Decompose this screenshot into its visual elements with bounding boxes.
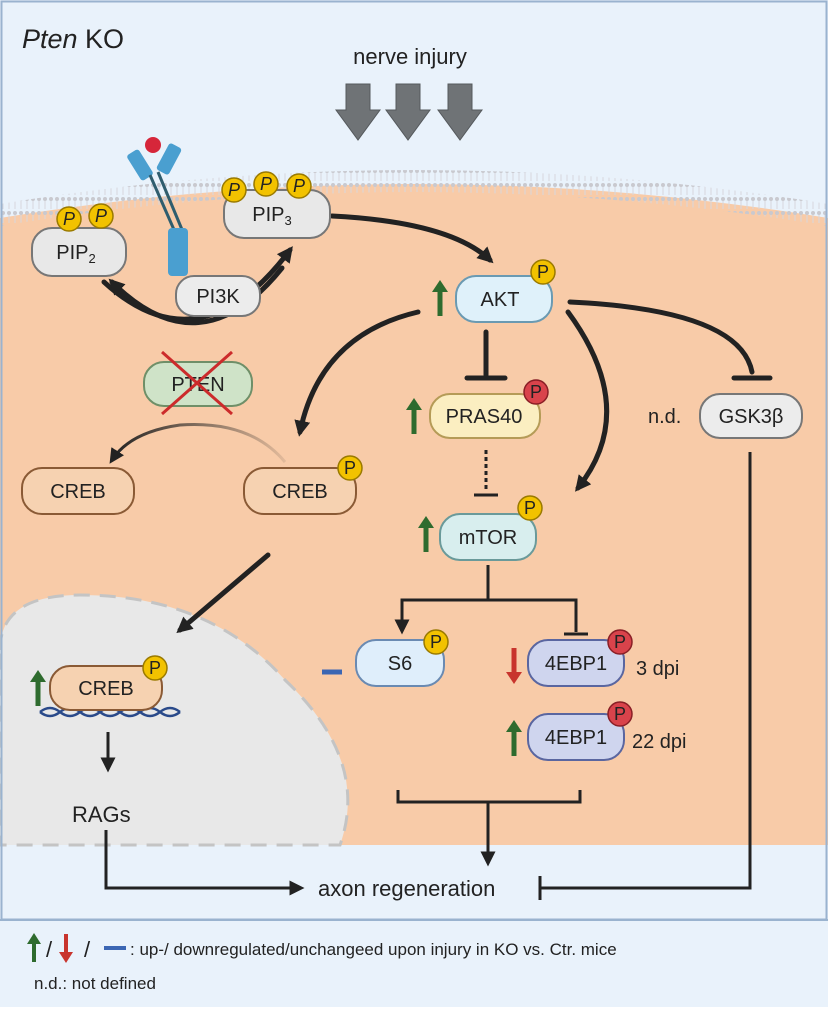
pathway-arrows	[101, 213, 773, 634]
pip2-molecule: PIP2	[31, 227, 127, 277]
figure-title: Pten KO	[22, 24, 124, 54]
svg-text:P: P	[614, 704, 626, 724]
up-arrow-icon	[30, 670, 46, 706]
svg-text:CREB: CREB	[272, 481, 328, 503]
svg-text:4EBP1: 4EBP1	[545, 653, 607, 675]
injury-arrows	[335, 83, 483, 141]
creb-phospho-molecule: CREB	[243, 467, 357, 515]
svg-text:P: P	[614, 632, 626, 652]
svg-text:PI3K: PI3K	[196, 286, 240, 308]
svg-text:S6: S6	[388, 653, 412, 675]
phospho-red-icon: P	[607, 629, 633, 655]
arrow-pten-creb	[109, 422, 287, 464]
legend-description: : up-/ downregulated/unchangeed upon inj…	[130, 940, 617, 959]
svg-text:PRAS40: PRAS40	[446, 406, 523, 428]
svg-text:P: P	[537, 262, 549, 282]
phospho-red-icon: P	[607, 701, 633, 727]
injury-arrow-icon	[335, 83, 381, 141]
s6-molecule: S6	[355, 639, 445, 687]
inhibit-gsk3b-regeneration	[540, 452, 752, 890]
cell-membrane	[0, 170, 828, 226]
pi3k-molecule: PI3K	[175, 275, 261, 317]
pathway-thin-arrows	[100, 422, 752, 900]
svg-text:P: P	[63, 209, 75, 229]
up-arrow-icon	[506, 720, 522, 756]
svg-text:GSK3β: GSK3β	[719, 406, 784, 428]
legend-separator: /	[46, 937, 53, 962]
legend-up-arrow-icon	[27, 933, 41, 962]
knockout-cross-icon	[161, 350, 233, 416]
phospho-icon: P	[423, 629, 449, 655]
svg-text:P: P	[344, 458, 356, 478]
arrow-akt-to-creb	[294, 309, 421, 437]
svg-text:P: P	[95, 206, 107, 226]
up-arrow-icon	[432, 280, 448, 316]
axon-regeneration-label: axon regeneration	[318, 876, 495, 901]
svg-text:CREB: CREB	[78, 678, 134, 700]
phosphate-badges: P P P P P P P P P P P P P	[56, 171, 633, 727]
phospho-icon: P	[253, 171, 279, 197]
svg-text:P: P	[260, 174, 272, 194]
mtor-molecule: mTOR	[439, 513, 537, 561]
pten-molecule: PTEN	[143, 350, 253, 416]
svg-text:P: P	[430, 632, 442, 652]
4ebp1-3dpi-molecule: 4EBP1	[527, 639, 625, 687]
svg-text:4EBP1: 4EBP1	[545, 727, 607, 749]
svg-text:AKT: AKT	[481, 289, 520, 311]
arrow-pip2-to-pip3	[101, 246, 293, 322]
arrow-creb-to-nucleus	[176, 552, 271, 634]
receptor-icon	[127, 137, 188, 276]
lower-extracellular	[0, 845, 828, 920]
phospho-icon: P	[142, 655, 168, 681]
phospho-red-icon: P	[523, 379, 549, 405]
akt-molecule: AKT	[455, 275, 553, 323]
phospho-icon: P	[337, 455, 363, 481]
svg-text:CREB: CREB	[50, 481, 106, 503]
up-arrow-icon	[418, 516, 434, 552]
phospho-icon: P	[286, 173, 312, 199]
svg-text:P: P	[149, 658, 161, 678]
regulation-indicators	[30, 280, 522, 756]
down-arrow-icon	[506, 648, 522, 684]
arrow-pip3-to-pip2	[108, 265, 285, 326]
svg-text:mTOR: mTOR	[459, 527, 518, 549]
creb-free-molecule: CREB	[21, 467, 135, 515]
injury-arrow-icon	[437, 83, 483, 141]
nucleus	[0, 593, 350, 847]
phospho-icon: P	[88, 203, 114, 229]
phospho-icon: P	[517, 495, 543, 521]
arrow-akt-to-mtor	[565, 309, 610, 492]
4ebp1-22dpi-molecule: 4EBP1	[527, 713, 625, 761]
legend-separator: /	[84, 937, 91, 962]
injury-arrow-icon	[385, 83, 431, 141]
inhibit-akt-gsk3b	[567, 299, 755, 375]
creb-nucleus-molecule: CREB	[49, 665, 163, 711]
phospho-icon: P	[221, 177, 247, 203]
svg-text:P: P	[228, 180, 240, 200]
legend-down-arrow-icon	[59, 934, 73, 963]
phospho-icon: P	[56, 206, 82, 232]
svg-text:P: P	[524, 498, 536, 518]
phospho-icon: P	[530, 259, 556, 285]
svg-text:PIP2: PIP2	[56, 242, 95, 266]
svg-text:P: P	[293, 176, 305, 196]
legend-nd-definition: n.d.: not defined	[34, 974, 156, 993]
pip3-molecule: PIP3	[223, 189, 331, 239]
pras40-molecule: PRAS40	[429, 393, 541, 439]
nerve-injury-label: nerve injury	[353, 44, 467, 69]
rags-label: RAGs	[72, 802, 131, 827]
arrow-rags-regeneration	[104, 830, 305, 896]
timepoint-3dpi: 3 dpi	[636, 658, 679, 680]
arrow-pip3-to-akt	[329, 213, 494, 264]
timepoint-22dpi: 22 dpi	[632, 731, 687, 753]
svg-text:PIP3: PIP3	[252, 204, 291, 228]
gsk3b-nd-label: n.d.	[648, 406, 681, 428]
legend: / / : up-/ downregulated/unchangeed upon…	[27, 933, 617, 993]
gsk3b-molecule: GSK3β	[699, 393, 803, 439]
up-arrow-icon	[406, 398, 422, 434]
svg-text:P: P	[530, 382, 542, 402]
